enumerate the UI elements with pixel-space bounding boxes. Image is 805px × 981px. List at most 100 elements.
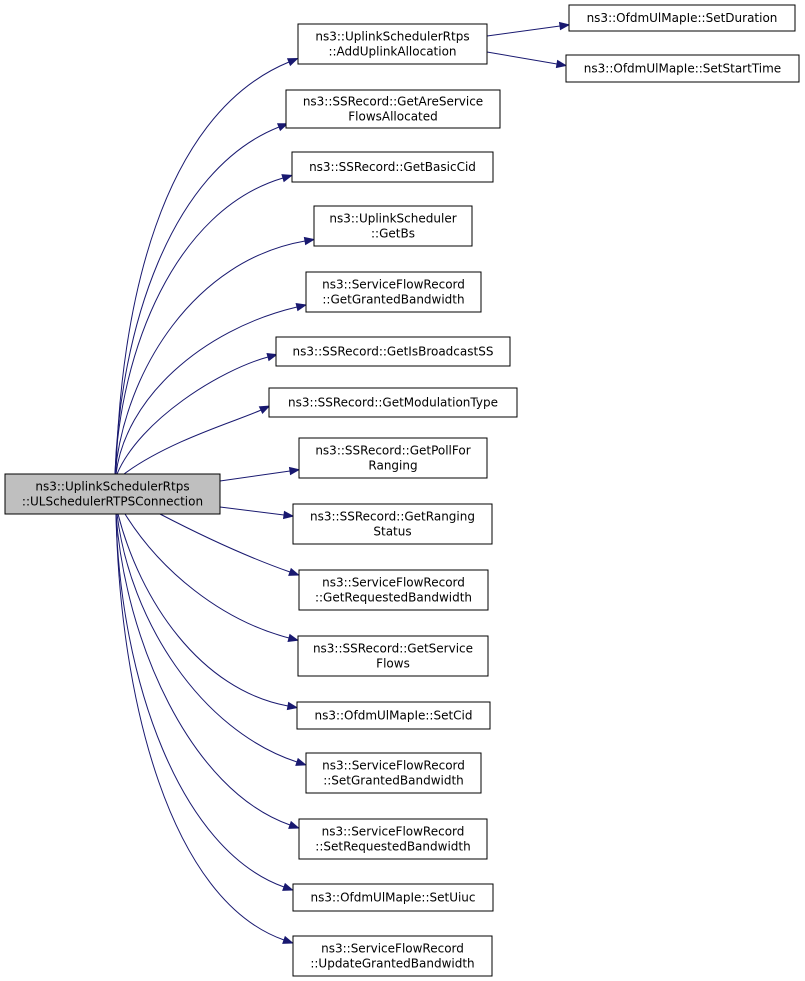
edge-line [114,126,280,475]
edge-root-n7 [123,405,271,475]
edge-arrowhead [282,882,294,891]
node-box[interactable] [291,151,494,183]
node-box[interactable] [268,387,518,418]
node-label-line: ns3::SSRecord::GetService [313,642,473,656]
edge-line [115,513,291,826]
edge-line [219,470,291,482]
edge-arrowhead [558,21,571,31]
edge-root-n14 [115,513,300,829]
node-box[interactable] [292,883,494,912]
edge-root-n4 [114,236,316,475]
edge-root-n15 [115,513,294,891]
callee-node-n2[interactable]: ns3::SSRecord::GetAreServiceFlowsAllocat… [285,89,501,129]
node-label-line: ns3::ServiceFlowRecord [322,278,465,292]
node-label-line: ns3::SSRecord::GetBasicCid [309,160,476,174]
root-function-node[interactable]: ns3::UplinkSchedulerRtps::ULSchedulerRTP… [4,473,221,515]
edge-root-n9 [219,506,295,520]
callee-node-n6[interactable]: ns3::SSRecord::GetIsBroadcastSS [275,336,511,367]
node-label-line: ::AddUplinkAllocation [328,45,456,59]
callee-node-n14[interactable]: ns3::ServiceFlowRecord::SetRequestedBand… [298,818,488,860]
edge-arrowhead [303,236,316,246]
edge-line [123,409,262,475]
edge-line [117,513,289,707]
edge-line [219,506,285,516]
callee-node-n13[interactable]: ns3::ServiceFlowRecord::SetGrantedBandwi… [305,752,482,794]
node-label-line: ns3::UplinkScheduler [329,212,456,226]
edge-arrowhead [288,567,300,576]
edge-line [159,513,291,573]
node-box[interactable] [4,473,221,515]
callee-node-n16[interactable]: ns3::ServiceFlowRecord::UpdateGrantedBan… [292,935,493,977]
callee-node-n1[interactable]: ns3::UplinkSchedulerRtps::AddUplinkAlloc… [297,23,488,65]
callee-node-n15[interactable]: ns3::OfdmUlMapIe::SetUiuc [292,883,494,912]
edge-line [124,513,290,639]
node-box[interactable] [297,23,488,65]
callee-node-n3[interactable]: ns3::SSRecord::GetBasicCid [291,151,494,183]
callee-node-n7[interactable]: ns3::SSRecord::GetModulationType [268,387,518,418]
edge-n1-n18 [486,51,568,69]
node-box[interactable] [313,205,473,247]
node-box[interactable] [568,4,796,32]
edge-arrowhead [555,59,568,69]
edge-root-n8 [219,466,301,482]
node-label-line: FlowsAllocated [348,110,438,124]
edge-root-n3 [114,174,293,475]
node-box[interactable] [298,818,488,860]
node-label-line: ns3::OfdmUlMapIe::SetStartTime [584,62,781,76]
node-label-line: ns3::SSRecord::GetModulationType [288,396,498,410]
callee-node-n4[interactable]: ns3::UplinkScheduler::GetBs [313,205,473,247]
edge-arrowhead [258,405,271,415]
node-label-line: ns3::OfdmUlMapIe::SetUiuc [310,891,475,905]
node-box[interactable] [305,271,482,313]
edge-root-n16 [115,513,294,944]
node-label-line: ::GetRequestedBandwidth [315,591,472,605]
callee-node-n17[interactable]: ns3::OfdmUlMapIe::SetDuration [568,4,796,32]
edge-line [115,306,298,475]
node-label-line: Flows [376,657,410,671]
node-box[interactable] [285,89,501,129]
edge-line [114,240,306,475]
edge-line [486,25,561,37]
node-label-line: ::GetBs [371,227,415,241]
node-box[interactable] [305,752,482,794]
edge-arrowhead [282,510,295,520]
node-label-line: ns3::UplinkSchedulerRtps [315,30,469,44]
edge-root-n11 [124,513,300,642]
node-label-line: ns3::SSRecord::GetIsBroadcastSS [293,345,494,359]
node-box[interactable] [292,503,493,545]
edge-arrowhead [281,174,293,183]
node-label-line: ::SetGrantedBandwidth [323,774,464,788]
node-label-line: ns3::SSRecord::GetAreService [303,95,483,109]
callee-node-n5[interactable]: ns3::ServiceFlowRecord::GetGrantedBandwi… [305,271,482,313]
node-box[interactable] [298,569,489,611]
edge-line [116,356,269,475]
node-box[interactable] [296,701,491,730]
edge-arrowhead [276,123,289,132]
node-box[interactable] [292,935,493,977]
node-label-line: ns3::ServiceFlowRecord [321,942,464,956]
edge-root-n2 [114,123,289,475]
edge-root-n10 [159,513,300,576]
node-label-line: Ranging [368,459,417,473]
node-label-line: Status [373,525,411,539]
callee-node-n18[interactable]: ns3::OfdmUlMapIe::SetStartTime [565,54,800,83]
edge-arrowhead [286,701,299,711]
node-label-line: ns3::ServiceFlowRecord [322,576,465,590]
node-box[interactable] [298,437,488,479]
callee-node-n12[interactable]: ns3::OfdmUlMapIe::SetCid [296,701,491,730]
edge-root-n13 [116,513,307,766]
edge-arrowhead [286,58,299,67]
edge-line [115,61,290,475]
node-box[interactable] [565,54,800,83]
nodes-layer: ns3::UplinkSchedulerRtps::ULSchedulerRTP… [4,4,800,977]
edge-arrowhead [282,935,294,944]
node-box[interactable] [275,336,511,367]
callee-node-n10[interactable]: ns3::ServiceFlowRecord::GetRequestedBand… [298,569,489,611]
edge-root-n12 [117,513,299,711]
edges-layer [114,21,571,944]
node-box[interactable] [297,635,489,677]
